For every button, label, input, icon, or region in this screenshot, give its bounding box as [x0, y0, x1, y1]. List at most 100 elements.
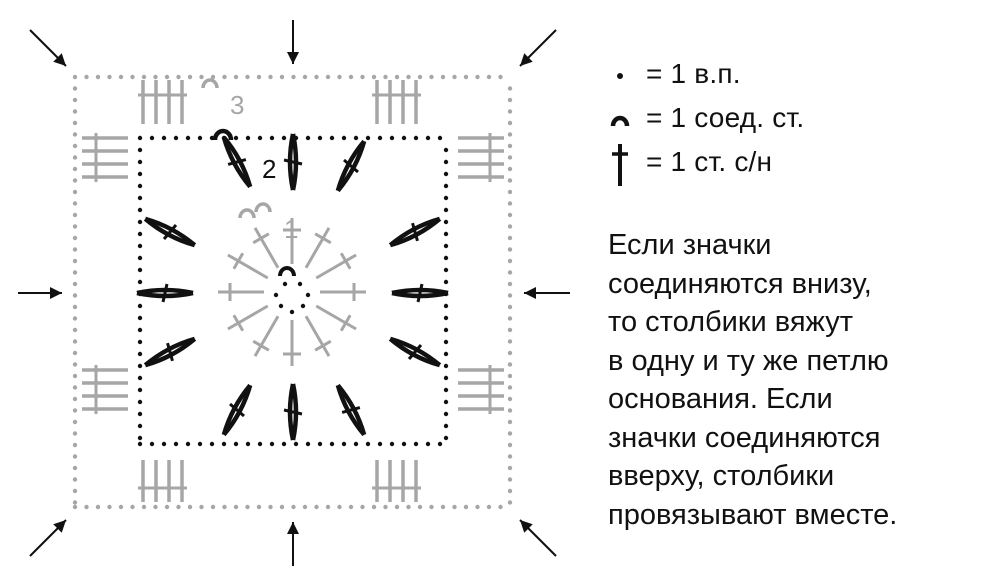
chain-stitch-dot	[210, 74, 216, 80]
chain-stitch-dot	[507, 270, 513, 275]
chain-stitch-dot	[118, 504, 124, 510]
chain-stitch-dot	[413, 441, 419, 447]
chain-stitch-dot	[377, 135, 383, 141]
chain-stitch-dot	[443, 411, 449, 417]
chain-stitch-dot	[507, 488, 513, 494]
instruction-line: в одну и ту же петлю	[608, 344, 889, 377]
chain-stitch-dot	[72, 488, 78, 494]
chain-stitch-dot	[425, 441, 431, 447]
instruction-text: Если значки соединяются внизу, то столби…	[608, 226, 988, 534]
chain-stitch-dot	[371, 504, 377, 510]
chain-stitch-dot	[137, 423, 143, 429]
cluster-cross	[407, 344, 423, 360]
chain-stitch-dot	[507, 304, 513, 310]
chain-stitch-dot	[137, 363, 143, 369]
chain-stitch-dot	[199, 504, 204, 510]
chain-stitch-dot	[443, 399, 449, 405]
chain-stitch-dot	[443, 375, 449, 381]
chain-stitch-dot	[256, 504, 262, 510]
chain-stitch-dot	[72, 385, 78, 390]
chain-stitch-dot	[417, 74, 423, 80]
chain-stitch-dot	[72, 201, 78, 206]
chain-stitch-dot	[176, 504, 181, 510]
chain-stitch-dot	[72, 339, 78, 344]
chain-stitch-dot	[498, 74, 503, 80]
chain-stitch-dot	[137, 243, 143, 249]
chain-stitch-dot	[297, 281, 303, 287]
chain-stitch-dot	[443, 423, 449, 429]
chain-stitch-dot	[72, 350, 78, 356]
chain-stitch-dot	[507, 235, 513, 241]
slip-stitch-arc-icon	[608, 98, 638, 138]
chain-stitch-dot	[281, 441, 287, 447]
chain-stitch-dot	[137, 399, 143, 405]
chain-stitch-dot	[507, 431, 513, 436]
chain-stitch-dot	[268, 504, 273, 510]
chain-stitch-dot	[452, 504, 457, 510]
arrowhead	[520, 520, 533, 533]
chain-stitch-dot	[443, 351, 449, 357]
chain-stitch-dot	[507, 258, 513, 264]
chain-stitch-dot	[317, 135, 323, 141]
chain-stitch-dot	[507, 281, 513, 287]
chain-stitch-dot	[72, 419, 78, 425]
chain-stitch-dot	[72, 362, 78, 367]
chain-stitch-dot	[337, 504, 342, 510]
chain-stitch-dot	[210, 504, 216, 510]
chain-stitch-dot	[443, 315, 449, 321]
chain-stitch-dot	[507, 86, 513, 91]
chain-stitch-dot	[161, 441, 167, 447]
chain-stitch-dot	[317, 441, 323, 447]
chain-stitch-dot	[348, 504, 354, 510]
chain-stitch-dot	[443, 231, 449, 237]
chain-stitch-dot	[443, 267, 449, 273]
chain-stitch-dot	[507, 350, 513, 356]
chain-stitch-dot	[130, 504, 135, 510]
chain-stitch-dot	[107, 504, 112, 510]
chain-stitch-dot	[377, 441, 383, 447]
legend-row-chain: = 1 в.п.	[608, 52, 988, 96]
chain-stitch-dot	[72, 74, 78, 80]
slip-stitch-arc	[278, 266, 296, 277]
chain-stitch-dot	[72, 247, 78, 252]
chain-stitch-dot	[161, 135, 167, 141]
cluster-cross	[229, 402, 245, 418]
chain-stitch-dot	[137, 219, 143, 225]
chain-stitch-dot	[486, 504, 492, 510]
chain-stitch-dot	[72, 270, 78, 275]
chain-stitch-dot	[273, 292, 279, 298]
chain-stitch-dot	[507, 327, 513, 333]
chain-stitch-dot	[137, 231, 143, 237]
arrowhead	[50, 287, 62, 299]
cluster-stitch	[136, 283, 194, 303]
arrowhead	[287, 522, 299, 534]
chain-stitch-dot	[507, 385, 513, 390]
chain-stitch-dot	[72, 316, 78, 321]
double-crochet-stitch	[304, 227, 331, 269]
chain-stitch-dot	[443, 159, 449, 165]
chain-stitch-dot-icon	[608, 54, 638, 94]
chain-stitch-dot	[137, 135, 143, 141]
chain-stitch-dot	[137, 159, 143, 165]
chain-stitch-dot	[341, 135, 347, 141]
chain-stitch-dot	[141, 74, 147, 80]
chain-stitch-dot	[245, 135, 251, 141]
chain-stitch-dot	[137, 171, 143, 177]
chain-stitch-dot	[257, 135, 263, 141]
cluster-stitch	[388, 216, 442, 248]
chain-stitch-dot	[72, 212, 78, 218]
row-number-label: 1	[284, 214, 298, 244]
chain-stitch-dot	[279, 504, 285, 510]
chain-stitch-dot	[72, 293, 78, 298]
chain-stitch-dot	[353, 441, 359, 447]
chain-stitch-dot	[507, 408, 513, 413]
chain-stitch-dot	[383, 74, 388, 80]
cluster-stitch	[221, 135, 253, 189]
chain-stitch-dot	[443, 327, 449, 333]
instruction-line: соединяются внизу,	[608, 267, 872, 300]
arrowhead	[524, 287, 536, 299]
instruction-line: то столбики вяжут	[608, 306, 854, 338]
cluster-stitch	[388, 336, 442, 368]
chain-stitch-dot	[443, 183, 449, 189]
chain-stitch-dot	[389, 135, 395, 141]
